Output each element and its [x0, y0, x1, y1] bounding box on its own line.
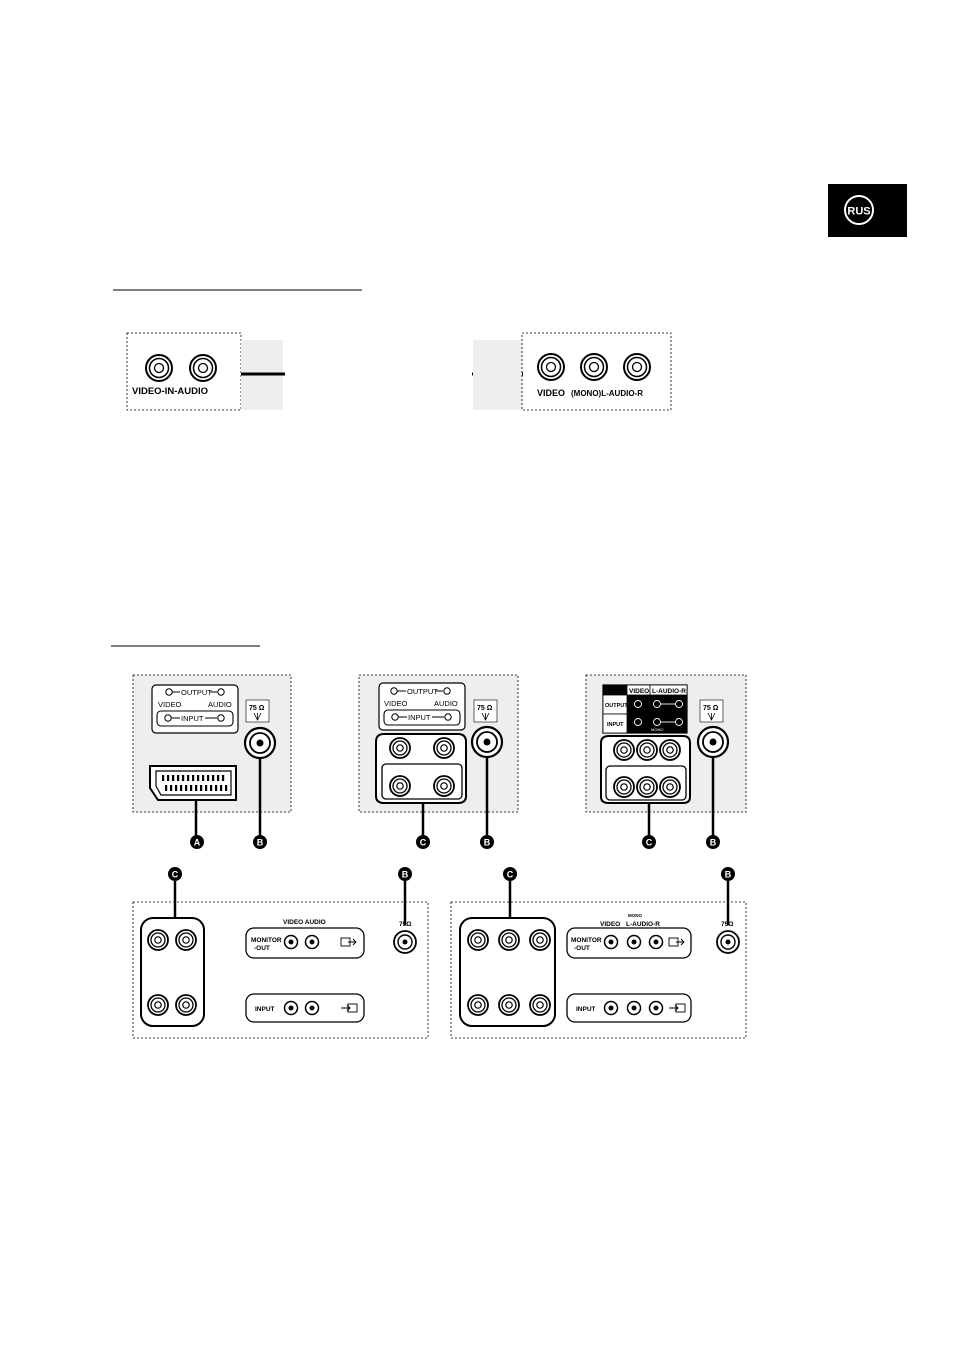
video-label: VIDEO	[537, 388, 565, 398]
ohm-label: 75Ω	[721, 921, 733, 928]
video-out-jack-icon	[605, 936, 618, 949]
audio-right-in-jack-icon	[650, 1002, 663, 1015]
vcr-audio-video-panel: VIDEO-IN-AUDIO	[127, 333, 283, 410]
rca-jack-icon	[176, 930, 196, 950]
output-arrow-icon	[669, 938, 684, 946]
rca-jack-icon	[660, 777, 680, 797]
antenna-jack-icon	[245, 728, 275, 758]
video-label: VIDEO	[384, 699, 408, 708]
monitor-out-label: MONITOR	[571, 937, 602, 944]
rca-jack-icon	[434, 776, 454, 796]
panel-monitor-out-2ch: VIDEO AUDIO MONITOR -OUT INPUT 75Ω	[133, 881, 428, 1038]
video-jack-icon	[538, 354, 564, 380]
marker-c: C	[168, 867, 182, 881]
video-in-jack-icon	[605, 1002, 618, 1015]
input-label: INPUT	[181, 714, 204, 723]
video-label: VIDEO	[600, 921, 620, 928]
rca-jack-icon	[148, 930, 168, 950]
video-out-jack-icon	[285, 936, 298, 949]
rca-jack-icon	[637, 740, 657, 760]
input-label: INPUT	[576, 1006, 596, 1013]
svg-text:C: C	[507, 870, 514, 880]
monitor-out-label-2: -OUT	[574, 945, 590, 952]
audio-left-in-jack-icon	[628, 1002, 641, 1015]
rca-jack-icon	[637, 777, 657, 797]
input-label: INPUT	[408, 713, 431, 722]
audio-right-out-jack-icon	[650, 936, 663, 949]
svg-text:B: B	[402, 870, 409, 880]
audio-left-out-jack-icon	[628, 936, 641, 949]
audio-in-jack-icon	[306, 1002, 319, 1015]
audio-out-jack-icon	[306, 936, 319, 949]
panel-monitor-out-3ch: VIDEO MONO L-AUDIO-R MONITOR -OUT INPUT …	[451, 881, 746, 1038]
rca-jack-icon	[148, 995, 168, 1015]
input-label: INPUT	[255, 1006, 275, 1013]
audio-label: AUDIO	[434, 699, 458, 708]
svg-text:A: A	[194, 838, 201, 848]
scart-connector-icon	[150, 766, 236, 800]
marker-a: A	[190, 835, 204, 849]
antenna-jack-icon	[394, 931, 416, 953]
marker-b: B	[253, 835, 267, 849]
svg-text:B: B	[257, 838, 264, 848]
rca-jack-icon	[434, 738, 454, 758]
marker-c: C	[503, 867, 517, 881]
rca-jack-icon	[614, 740, 634, 760]
rca-jack-icon	[614, 777, 634, 797]
marker-b: B	[398, 867, 412, 881]
marker-b: B	[480, 835, 494, 849]
marker-c: C	[642, 835, 656, 849]
output-label: OUTPUT	[407, 687, 438, 696]
svg-text:B: B	[484, 838, 491, 848]
audio-in-jack-icon	[190, 355, 216, 381]
output-label: OUTPUT	[605, 703, 628, 709]
rca-jack-icon	[176, 995, 196, 1015]
panel-scart: OUTPUT VIDEO AUDIO INPUT 75Ω	[133, 675, 291, 836]
output-arrow-icon	[341, 938, 356, 946]
video-in-jack-icon	[285, 1002, 298, 1015]
monitor-out-label-2: -OUT	[254, 945, 270, 952]
video-label: VIDEO	[629, 688, 649, 695]
rca-jack-icon	[499, 930, 519, 950]
video-label: VIDEO	[158, 700, 182, 709]
monitor-out-label: MONITOR	[251, 937, 282, 944]
rca-jack-icon	[468, 930, 488, 950]
tv-audio-video-panel: VIDEO (MONO)L-AUDIO-R	[473, 333, 671, 410]
rca-jack-icon	[530, 930, 550, 950]
mono-label: MONO	[628, 913, 642, 918]
rca-jack-icon	[660, 740, 680, 760]
rca-jack-icon	[499, 995, 519, 1015]
svg-text:C: C	[420, 838, 427, 848]
antenna-jack-icon	[698, 727, 728, 757]
rca-jack-icon	[390, 776, 410, 796]
antenna-jack-icon	[717, 931, 739, 953]
marker-b: B	[721, 867, 735, 881]
marker-c: C	[416, 835, 430, 849]
video-in-audio-label: VIDEO-IN-AUDIO	[132, 386, 208, 397]
audio-label: L-AUDIO-R	[652, 688, 686, 695]
video-audio-label: VIDEO AUDIO	[283, 919, 326, 926]
rca-jack-icon	[468, 995, 488, 1015]
marker-b: B	[706, 835, 720, 849]
output-label: OUTPUT	[181, 688, 212, 697]
svg-text:B: B	[710, 838, 717, 848]
mono-label: MONO	[651, 727, 663, 732]
audio-left-jack-icon	[581, 354, 607, 380]
audio-right-jack-icon	[624, 354, 650, 380]
mono-audio-label: (MONO)L-AUDIO-R	[571, 389, 643, 398]
svg-text:B: B	[725, 870, 732, 880]
ohm-label: 75Ω	[399, 921, 411, 928]
input-label: INPUT	[607, 722, 624, 728]
svg-text:C: C	[172, 870, 179, 880]
svg-text:C: C	[646, 838, 653, 848]
antenna-jack-icon	[472, 727, 502, 757]
video-in-jack-icon	[146, 355, 172, 381]
rca-jack-icon	[390, 738, 410, 758]
rca-jack-icon	[530, 995, 550, 1015]
audio-label: L-AUDIO-R	[626, 921, 660, 928]
audio-label: AUDIO	[208, 700, 232, 709]
